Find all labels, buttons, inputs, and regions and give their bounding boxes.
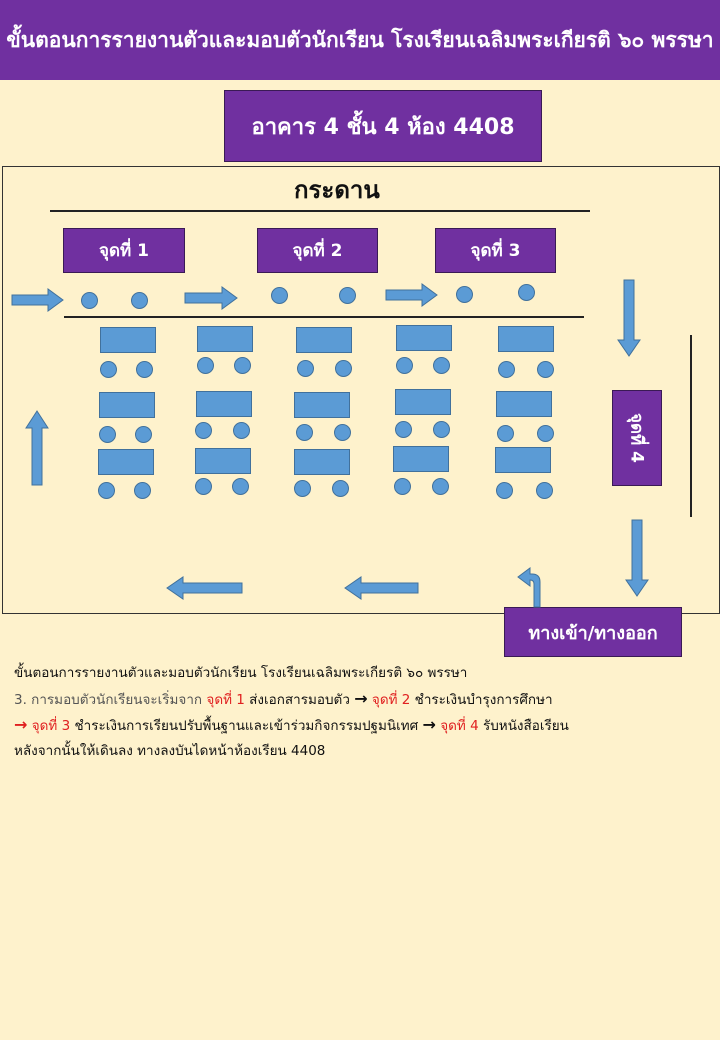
station-1: จุดที่ 1 bbox=[63, 228, 185, 273]
seat bbox=[334, 424, 351, 441]
step-desc-3: ชำระเงินการเรียนปรับพื้นฐานและเข้าร่วมกิ… bbox=[74, 718, 419, 734]
instructions-closing: หลังจากนั้นให้เดินลง ทางลงบันไดหน้าห้องเ… bbox=[14, 743, 326, 759]
desk bbox=[296, 327, 352, 353]
seat bbox=[498, 361, 515, 378]
seat bbox=[135, 426, 152, 443]
step-prefix: 3. การมอบตัวนักเรียนจะเริ่มจาก bbox=[14, 692, 203, 708]
staff-seat bbox=[81, 292, 98, 309]
seat bbox=[332, 480, 349, 497]
desk bbox=[393, 446, 449, 472]
staff-seat bbox=[456, 286, 473, 303]
seat bbox=[396, 357, 413, 374]
desk bbox=[100, 327, 156, 353]
desk bbox=[99, 392, 155, 418]
station-4: จุดที่ 4 bbox=[612, 390, 662, 486]
arrow-right-icon bbox=[184, 286, 238, 310]
seat bbox=[233, 422, 250, 439]
staff-seat bbox=[339, 287, 356, 304]
staff-seat bbox=[131, 292, 148, 309]
step-station-4: จุดที่ 4 bbox=[440, 718, 479, 734]
seat bbox=[432, 478, 449, 495]
seat bbox=[537, 425, 554, 442]
arrow-right-icon: → bbox=[14, 715, 28, 734]
side-wall-line bbox=[690, 335, 692, 517]
seat bbox=[134, 482, 151, 499]
desk bbox=[294, 449, 350, 475]
location-label: อาคาร 4 ชั้น 4 ห้อง 4408 bbox=[224, 90, 542, 162]
desk bbox=[396, 325, 452, 351]
arrow-right-icon: → bbox=[422, 715, 436, 734]
seat bbox=[537, 361, 554, 378]
arrow-up-icon bbox=[25, 410, 49, 486]
arrow-left-icon bbox=[166, 576, 243, 600]
staff-seat bbox=[518, 284, 535, 301]
seat bbox=[335, 360, 352, 377]
page-title: ขั้นตอนการรายงานตัวและมอบตัวนักเรียน โรง… bbox=[6, 27, 714, 52]
seat bbox=[98, 482, 115, 499]
instructions-heading: ขั้นตอนการรายงานตัวและมอบตัวนักเรียน โรง… bbox=[14, 665, 468, 681]
seat bbox=[100, 361, 117, 378]
seat bbox=[197, 357, 214, 374]
seat bbox=[297, 360, 314, 377]
desk bbox=[294, 392, 350, 418]
seat bbox=[395, 421, 412, 438]
seat bbox=[195, 478, 212, 495]
seat bbox=[99, 426, 116, 443]
step-station-3: จุดที่ 3 bbox=[31, 718, 71, 734]
arrow-right-icon: → bbox=[354, 689, 368, 708]
desk bbox=[195, 448, 251, 474]
arrow-left-icon bbox=[344, 576, 419, 600]
step-desc-2: ชำระเงินบำรุงการศึกษา bbox=[414, 692, 553, 708]
seat bbox=[294, 480, 311, 497]
seat bbox=[232, 478, 249, 495]
front-row-line bbox=[64, 316, 584, 318]
desk bbox=[496, 391, 552, 417]
seat bbox=[394, 478, 411, 495]
desk bbox=[498, 326, 554, 352]
instructions-line-2: → จุดที่ 3 ชำระเงินการเรียนปรับพื้นฐานแล… bbox=[14, 712, 714, 738]
step-station-2: จุดที่ 2 bbox=[371, 692, 411, 708]
seat bbox=[136, 361, 153, 378]
seat bbox=[296, 424, 313, 441]
step-station-1: จุดที่ 1 bbox=[206, 692, 245, 708]
desk bbox=[395, 389, 451, 415]
seat bbox=[536, 482, 553, 499]
seat bbox=[234, 357, 251, 374]
arrow-down-icon bbox=[617, 279, 641, 357]
arrow-down-icon bbox=[625, 519, 649, 597]
seat bbox=[433, 421, 450, 438]
seat bbox=[496, 482, 513, 499]
seat bbox=[195, 422, 212, 439]
arrow-right-icon bbox=[385, 283, 438, 307]
entrance-exit: ทางเข้า/ทางออก bbox=[504, 607, 682, 657]
board-label: กระดาน bbox=[294, 176, 380, 204]
board-line bbox=[50, 210, 590, 212]
seat bbox=[497, 425, 514, 442]
arrow-right-icon bbox=[11, 288, 64, 312]
desk bbox=[196, 391, 252, 417]
desk bbox=[98, 449, 154, 475]
instructions-line-1: 3. การมอบตัวนักเรียนจะเริ่มจาก จุดที่ 1 … bbox=[14, 686, 714, 712]
staff-seat bbox=[271, 287, 288, 304]
step-desc-1: ส่งเอกสารมอบตัว bbox=[249, 692, 350, 708]
station-3: จุดที่ 3 bbox=[435, 228, 556, 273]
station-2: จุดที่ 2 bbox=[257, 228, 378, 273]
page-header: ขั้นตอนการรายงานตัวและมอบตัวนักเรียน โรง… bbox=[0, 0, 720, 80]
desk bbox=[495, 447, 551, 473]
location-text: อาคาร 4 ชั้น 4 ห้อง 4408 bbox=[251, 114, 515, 140]
desk bbox=[197, 326, 253, 352]
instructions: ขั้นตอนการรายงานตัวและมอบตัวนักเรียน โรง… bbox=[14, 660, 714, 764]
seat bbox=[433, 357, 450, 374]
step-desc-4: รับหนังสือเรียน bbox=[482, 718, 569, 734]
arrow-uturn-icon bbox=[517, 567, 541, 608]
